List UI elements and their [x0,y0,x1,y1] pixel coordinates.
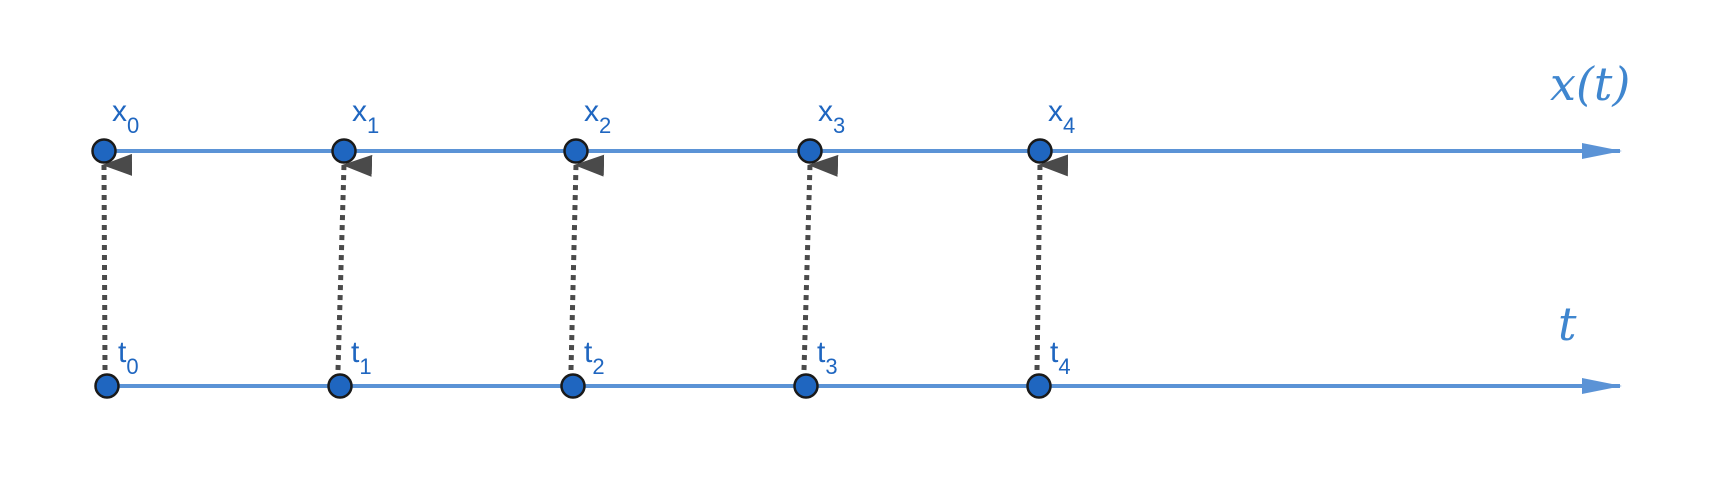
x-point-label-2-letter: x [584,95,599,128]
t-point-3 [793,373,819,399]
mapping-arrow-3 [801,154,839,371]
t-point-label-2-index: 2 [592,354,604,379]
x-point-label-4: x4 [1048,95,1075,138]
t-point-label-1-letter: t [351,336,360,369]
t-point-label-0: t0 [118,336,139,379]
x-point-4 [1027,138,1053,164]
x-axis-label: x(t) [1550,57,1630,111]
x-point-label-3-letter: x [818,95,833,128]
t-point-label-4-index: 4 [1058,354,1070,379]
t-point-0 [94,373,120,399]
x-point-label-2: x2 [584,95,611,138]
t-point-4 [1026,373,1052,399]
x-point-label-0: x0 [112,95,139,138]
x-point-label-4-index: 4 [1063,113,1075,138]
t-axis-label: t [1558,297,1577,351]
mapping-arrow-1 [335,154,373,371]
t-point-label-1-index: 1 [359,354,371,379]
x-point-2 [563,138,589,164]
mapping-arrow-4 [1034,154,1069,371]
x-point-label-1-index: 1 [367,113,379,138]
x-point-label-2-index: 2 [599,113,611,138]
x-point-3 [797,138,823,164]
t-point-1 [327,373,353,399]
t-point-label-3: t3 [817,336,838,379]
x-point-label-3-index: 3 [833,113,845,138]
x-point-label-3: x3 [818,95,845,138]
t-point-label-1: t1 [351,336,372,379]
x-point-label-1: x1 [352,95,379,138]
mapping-arrow-2 [568,154,605,371]
t-point-label-3-letter: t [817,336,826,369]
t-point-label-3-index: 3 [825,354,837,379]
t-point-label-0-letter: t [118,336,127,369]
x-point-label-1-letter: x [352,95,367,128]
t-point-label-0-index: 0 [126,354,138,379]
x-point-label-4-letter: x [1048,95,1063,128]
x-point-0 [91,138,117,164]
mapping-arrow-0 [101,153,133,371]
t-point-2 [560,373,586,399]
x-point-label-0-letter: x [112,95,127,128]
t-point-label-4: t4 [1050,336,1071,379]
t-point-label-4-letter: t [1050,336,1059,369]
x-point-label-0-index: 0 [127,113,139,138]
t-point-label-2: t2 [584,336,605,379]
t-point-label-2-letter: t [584,336,593,369]
x-point-1 [331,138,357,164]
